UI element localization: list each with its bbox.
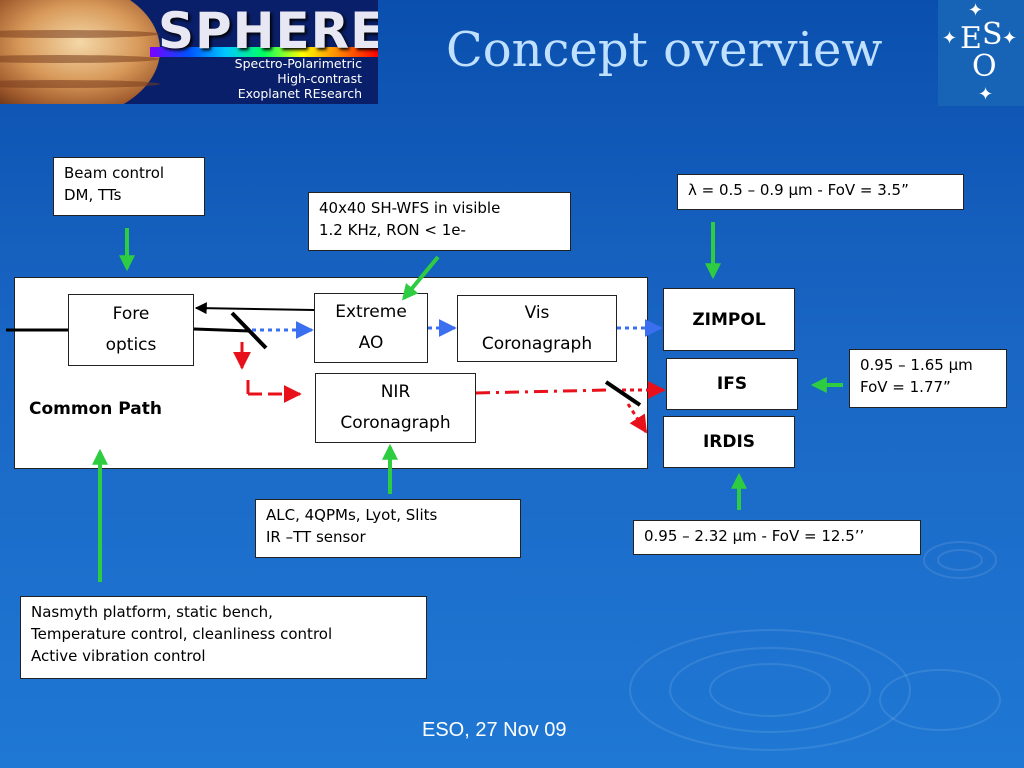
star-icon: ✦ [968, 0, 984, 21]
eso-letter-o: O [972, 49, 997, 84]
eso-letter-s: S [982, 17, 1003, 52]
note-line: Temperature control, cleanliness control [31, 625, 333, 643]
component-line: NIR [380, 382, 411, 402]
logo-subtitle: Spectro-Polarimetric High-contrast Exopl… [235, 56, 362, 101]
feedback-arrow [194, 302, 315, 315]
common-path-label: Common Path [29, 399, 162, 419]
spectrum-strip [150, 47, 378, 57]
sphere-logo: SPHERE Spectro-Polarimetric High-contras… [0, 0, 378, 104]
ifs-box: IFS [666, 358, 798, 410]
irdis-box: IRDIS [663, 416, 795, 468]
component-line: AO [358, 333, 384, 353]
note-line: 1.2 KHz, RON < 1e- [319, 221, 466, 239]
green-arrow [401, 255, 440, 301]
note-line: Active vibration control [31, 647, 206, 665]
component-line: Vis [524, 302, 550, 323]
beam-splitter [604, 380, 642, 407]
logo-subtitle-line: Spectro-Polarimetric [234, 56, 362, 71]
coronagraph-spec-note: ALC, 4QPMs, Lyot, Slits IR –TT sensor [255, 499, 521, 558]
component-line: Extreme [335, 302, 407, 322]
footer-text: ESO, 27 Nov 09 [422, 719, 567, 741]
logo-subtitle-line: High-contrast [277, 71, 362, 86]
star-icon: ✦ [978, 84, 994, 105]
slide-title: Concept overview [446, 22, 883, 78]
note-line: λ = 0.5 – 0.9 μm - FoV = 3.5” [688, 181, 909, 199]
zimpol-spec-note: λ = 0.5 – 0.9 μm - FoV = 3.5” [677, 174, 964, 210]
irdis-spec-note: 0.95 – 2.32 μm - FoV = 12.5’’ [633, 520, 921, 555]
fore-optics-box: Fore optics [68, 294, 194, 366]
eso-logo: E S O ✦ ✦ ✦ ✦ [938, 0, 1024, 106]
extreme-ao-box: Extreme AO [314, 293, 428, 363]
component-line: Coronagraph [481, 333, 593, 354]
eso-letter-e: E [960, 21, 982, 56]
logo-subtitle-line: Exoplanet REsearch [237, 86, 362, 101]
zimpol-box: ZIMPOL [663, 288, 795, 351]
fore-optics-beam-line [193, 327, 251, 333]
platform-note: Nasmyth platform, static bench, Temperat… [20, 596, 427, 679]
logo-title: SPHERE [158, 2, 378, 60]
component-line: Coronagraph [340, 413, 451, 433]
note-line: 40x40 SH-WFS in visible [319, 199, 501, 217]
note-line: IR –TT sensor [266, 528, 366, 546]
vis-coronagraph-box: Vis Coronagraph [457, 295, 617, 362]
note-line: DM, TTs [64, 186, 122, 204]
wfs-note: 40x40 SH-WFS in visible 1.2 KHz, RON < 1… [308, 192, 571, 251]
dichroic-mirror [230, 311, 268, 350]
ifs-spec-note: 0.95 – 1.65 μm FoV = 1.77” [849, 349, 1007, 408]
note-line: 0.95 – 2.32 μm - FoV = 12.5’’ [644, 527, 865, 545]
note-line: 0.95 – 1.65 μm [860, 356, 973, 374]
note-line: Nasmyth platform, static bench, [31, 603, 273, 621]
note-line: ALC, 4QPMs, Lyot, Slits [266, 506, 438, 524]
nir-path-arrow [626, 403, 648, 434]
component-line: Fore [112, 304, 150, 324]
star-icon: ✦ [1002, 28, 1018, 49]
beam-control-note: Beam control DM, TTs [53, 157, 205, 216]
nir-coronagraph-box: NIR Coronagraph [315, 373, 476, 443]
note-line: Beam control [64, 164, 165, 182]
component-line: optics [105, 335, 157, 355]
nir-path-segment [475, 388, 609, 395]
note-line: FoV = 1.77” [860, 378, 951, 396]
star-icon: ✦ [942, 28, 958, 49]
